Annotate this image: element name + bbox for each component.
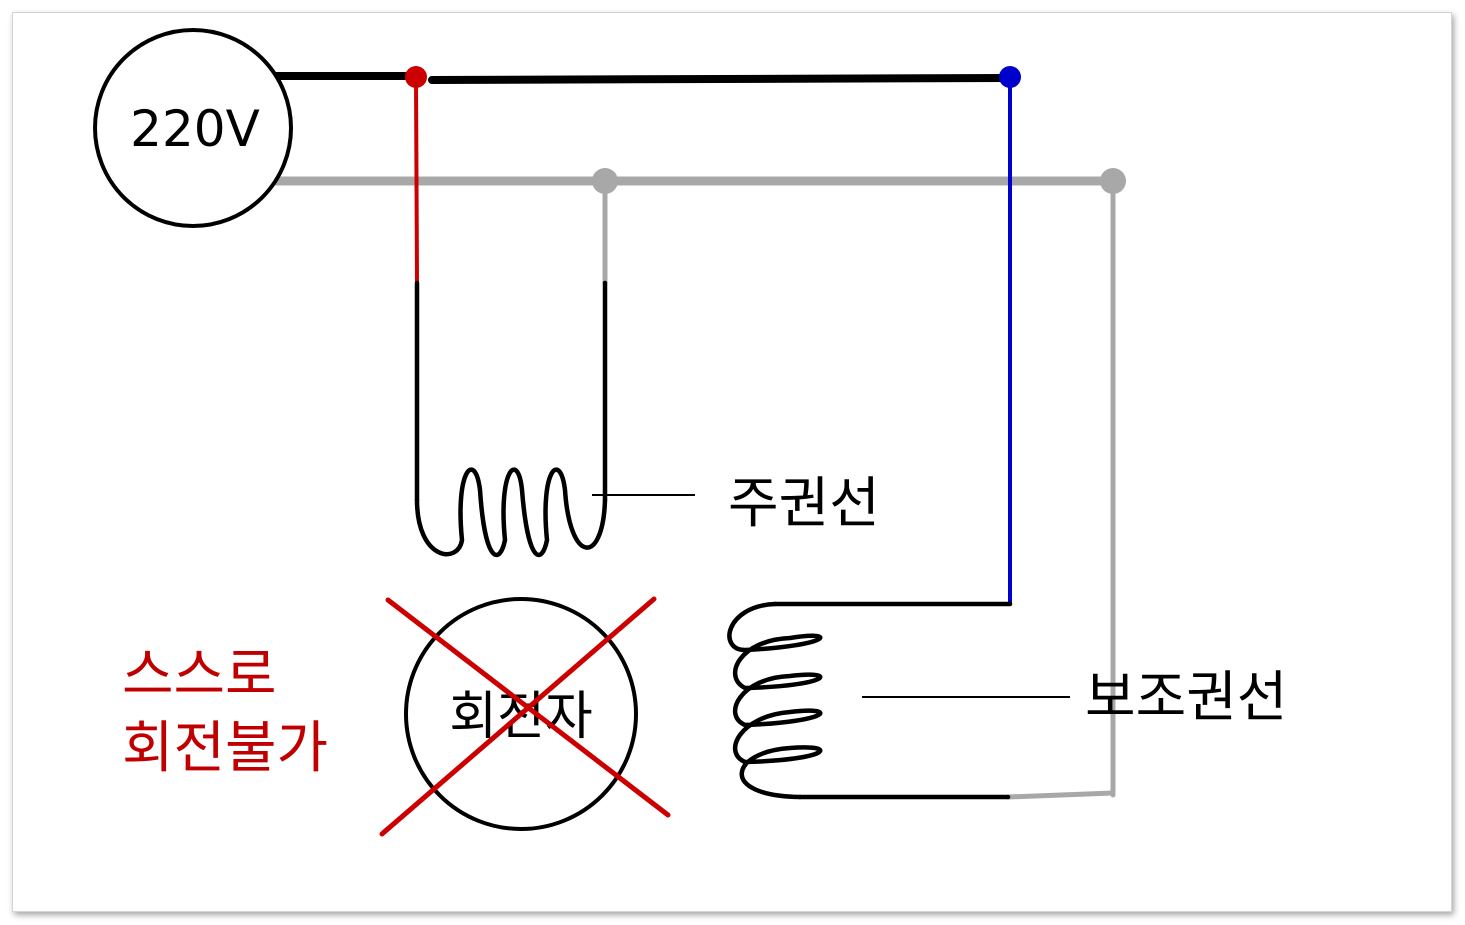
live-wires bbox=[271, 72, 1012, 84]
junction-red bbox=[405, 66, 427, 88]
note-line-1: 스스로 bbox=[122, 643, 277, 708]
live-tap-main bbox=[414, 77, 419, 284]
cross-mark bbox=[379, 596, 671, 837]
aux-winding bbox=[727, 601, 1013, 800]
neutral-wires bbox=[270, 176, 1118, 800]
aux-winding-coil bbox=[727, 601, 823, 800]
voltage-source-label: 220V bbox=[130, 100, 260, 158]
cross-line-2 bbox=[379, 596, 657, 837]
neutral-return-aux bbox=[1005, 790, 1116, 800]
voltage-source bbox=[93, 28, 293, 228]
junction-blue bbox=[999, 66, 1021, 88]
main-winding bbox=[414, 280, 608, 558]
aux-winding-label: 보조권선 bbox=[1085, 665, 1287, 729]
live-bus-right bbox=[428, 74, 1012, 84]
main-winding-coil bbox=[414, 467, 608, 558]
main-winding-label: 주권선 bbox=[728, 471, 880, 535]
junction-gray-main bbox=[592, 168, 618, 194]
note-line-2: 회전불가 bbox=[122, 716, 328, 781]
junction-gray-aux bbox=[1100, 168, 1126, 194]
